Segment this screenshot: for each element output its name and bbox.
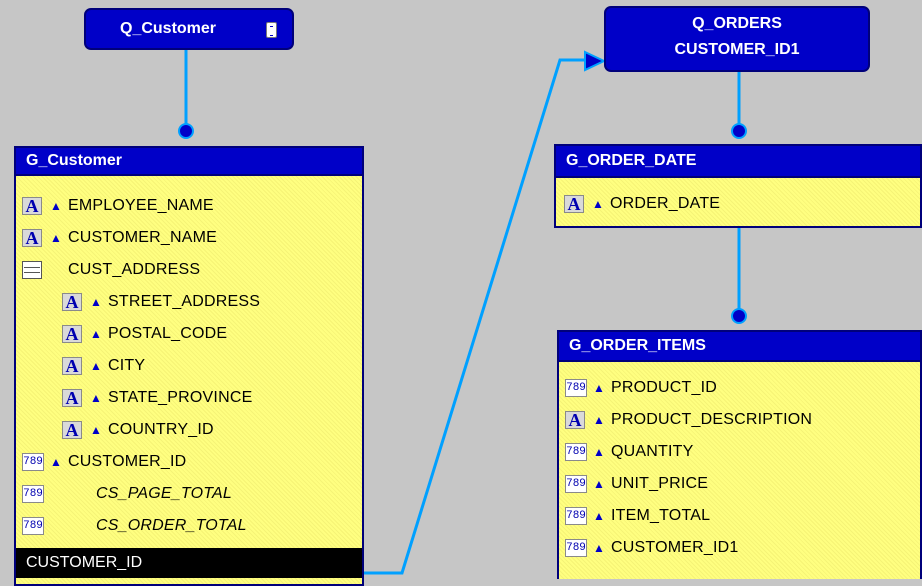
sort-ascending-icon: ▲ xyxy=(90,423,102,437)
column-row[interactable]: A ▲ PRODUCT_DESCRIPTION xyxy=(559,404,812,436)
column-row[interactable]: A ▲ STREET_ADDRESS xyxy=(16,286,260,318)
sort-ascending-icon: ▲ xyxy=(90,327,102,341)
character-column-icon: A xyxy=(564,195,584,213)
column-row[interactable]: A ▲ STATE_PROVINCE xyxy=(16,382,252,414)
column-row[interactable]: 789 ▲ QUANTITY xyxy=(559,436,694,468)
column-label: CITY xyxy=(108,357,146,374)
column-label: CUSTOMER_ID xyxy=(68,453,187,470)
column-label: EMPLOYEE_NAME xyxy=(68,197,214,214)
object-column-icon xyxy=(22,261,42,279)
number-column-icon: 789 xyxy=(565,475,587,493)
column-row[interactable]: 789 ▲ CUSTOMER_ID xyxy=(16,446,186,478)
column-row[interactable]: A ▲ CITY xyxy=(16,350,145,382)
column-row[interactable]: A ▲ CUSTOMER_NAME xyxy=(16,222,217,254)
number-column-icon: 789 xyxy=(22,453,44,471)
sort-ascending-icon: ▲ xyxy=(593,509,605,523)
query-orders-title: Q_ORDERS xyxy=(692,15,782,32)
column-label: UNIT_PRICE xyxy=(611,475,709,492)
character-column-icon: A xyxy=(22,197,42,215)
link-endpoint-dot xyxy=(731,308,747,324)
column-row[interactable]: 789 ▲ ITEM_TOTAL xyxy=(559,500,710,532)
query-orders-subtitle: CUSTOMER_ID1 xyxy=(674,41,800,58)
column-row[interactable]: 789 ▲ PRODUCT_ID xyxy=(559,372,717,404)
character-column-icon: A xyxy=(62,357,82,375)
query-orders[interactable]: Q_ORDERS CUSTOMER_ID1 xyxy=(604,6,870,72)
summary-column-row[interactable]: 789 CS_PAGE_TOTAL xyxy=(16,478,232,510)
character-column-icon: A xyxy=(62,389,82,407)
column-label: ORDER_DATE xyxy=(610,195,721,212)
column-label: PRODUCT_ID xyxy=(611,379,718,396)
column-row[interactable]: A ▲ COUNTRY_ID xyxy=(16,414,214,446)
column-row[interactable]: A ▲ EMPLOYEE_NAME xyxy=(16,190,214,222)
column-label: CS_PAGE_TOTAL xyxy=(96,485,232,502)
sort-ascending-icon: ▲ xyxy=(593,541,605,555)
number-column-icon: 789 xyxy=(565,379,587,397)
link-arrowhead xyxy=(584,50,607,72)
column-row[interactable]: 789 ▲ CUSTOMER_ID1 xyxy=(559,532,738,564)
character-column-icon: A xyxy=(565,411,585,429)
column-row[interactable]: A ▲ ORDER_DATE xyxy=(556,188,720,220)
column-label: POSTAL_CODE xyxy=(108,325,228,342)
group-order-items[interactable]: G_ORDER_ITEMS 789 ▲ PRODUCT_ID A ▲ PRODU… xyxy=(557,330,922,579)
column-label: COUNTRY_ID xyxy=(108,421,214,438)
query-customer[interactable]: Q_Customer xyxy=(84,8,294,50)
column-row[interactable]: A ▲ POSTAL_CODE xyxy=(16,318,227,350)
sort-ascending-icon: ▲ xyxy=(50,199,62,213)
sort-ascending-icon: ▲ xyxy=(593,413,605,427)
character-column-icon: A xyxy=(62,421,82,439)
customer-id-to-orders-link xyxy=(362,58,590,575)
column-label: STATE_PROVINCE xyxy=(108,389,253,406)
sort-ascending-icon: ▲ xyxy=(50,231,62,245)
number-column-icon: 789 xyxy=(565,443,587,461)
number-column-icon: 789 xyxy=(565,539,587,557)
column-label: STREET_ADDRESS xyxy=(108,293,261,310)
group-order-date[interactable]: G_ORDER_DATE A ▲ ORDER_DATE xyxy=(554,144,922,228)
selected-link-column[interactable]: CUSTOMER_ID xyxy=(16,548,362,578)
number-column-icon: 789 xyxy=(22,517,44,535)
number-column-icon: 789 xyxy=(22,485,44,503)
summary-column-row[interactable]: 789 CS_ORDER_TOTAL xyxy=(16,510,247,542)
sort-ascending-icon: ▲ xyxy=(90,295,102,309)
sort-ascending-icon: ▲ xyxy=(593,445,605,459)
group-order-date-title[interactable]: G_ORDER_DATE xyxy=(556,146,920,178)
column-label: QUANTITY xyxy=(611,443,694,460)
sort-ascending-icon: ▲ xyxy=(90,391,102,405)
character-column-icon: A xyxy=(62,293,82,311)
column-label: ITEM_TOTAL xyxy=(611,507,711,524)
column-row[interactable]: CUST_ADDRESS xyxy=(16,254,200,286)
number-column-icon: 789 xyxy=(565,507,587,525)
column-label: CUST_ADDRESS xyxy=(68,261,201,278)
column-label: CS_ORDER_TOTAL xyxy=(96,517,247,534)
sort-ascending-icon: ▲ xyxy=(592,197,604,211)
column-label: CUSTOMER_ID1 xyxy=(611,539,739,556)
group-customer[interactable]: G_Customer A ▲ EMPLOYEE_NAME A ▲ CUSTOME… xyxy=(14,146,364,586)
link-endpoint-dot xyxy=(731,123,747,139)
group-customer-title[interactable]: G_Customer xyxy=(16,148,362,176)
sort-ascending-icon: ▲ xyxy=(593,477,605,491)
sort-ascending-icon: ▲ xyxy=(593,381,605,395)
query-customer-title: Q_Customer xyxy=(120,20,217,37)
column-label: PRODUCT_DESCRIPTION xyxy=(611,411,813,428)
column-label: CUSTOMER_NAME xyxy=(68,229,217,246)
sort-ascending-icon: ▲ xyxy=(90,359,102,373)
character-column-icon: A xyxy=(62,325,82,343)
group-order-items-title[interactable]: G_ORDER_ITEMS xyxy=(559,332,920,362)
link-endpoint-dot xyxy=(178,123,194,139)
character-column-icon: A xyxy=(22,229,42,247)
sort-ascending-icon: ▲ xyxy=(50,455,62,469)
query-properties-icon[interactable] xyxy=(266,22,277,38)
column-row[interactable]: 789 ▲ UNIT_PRICE xyxy=(559,468,708,500)
